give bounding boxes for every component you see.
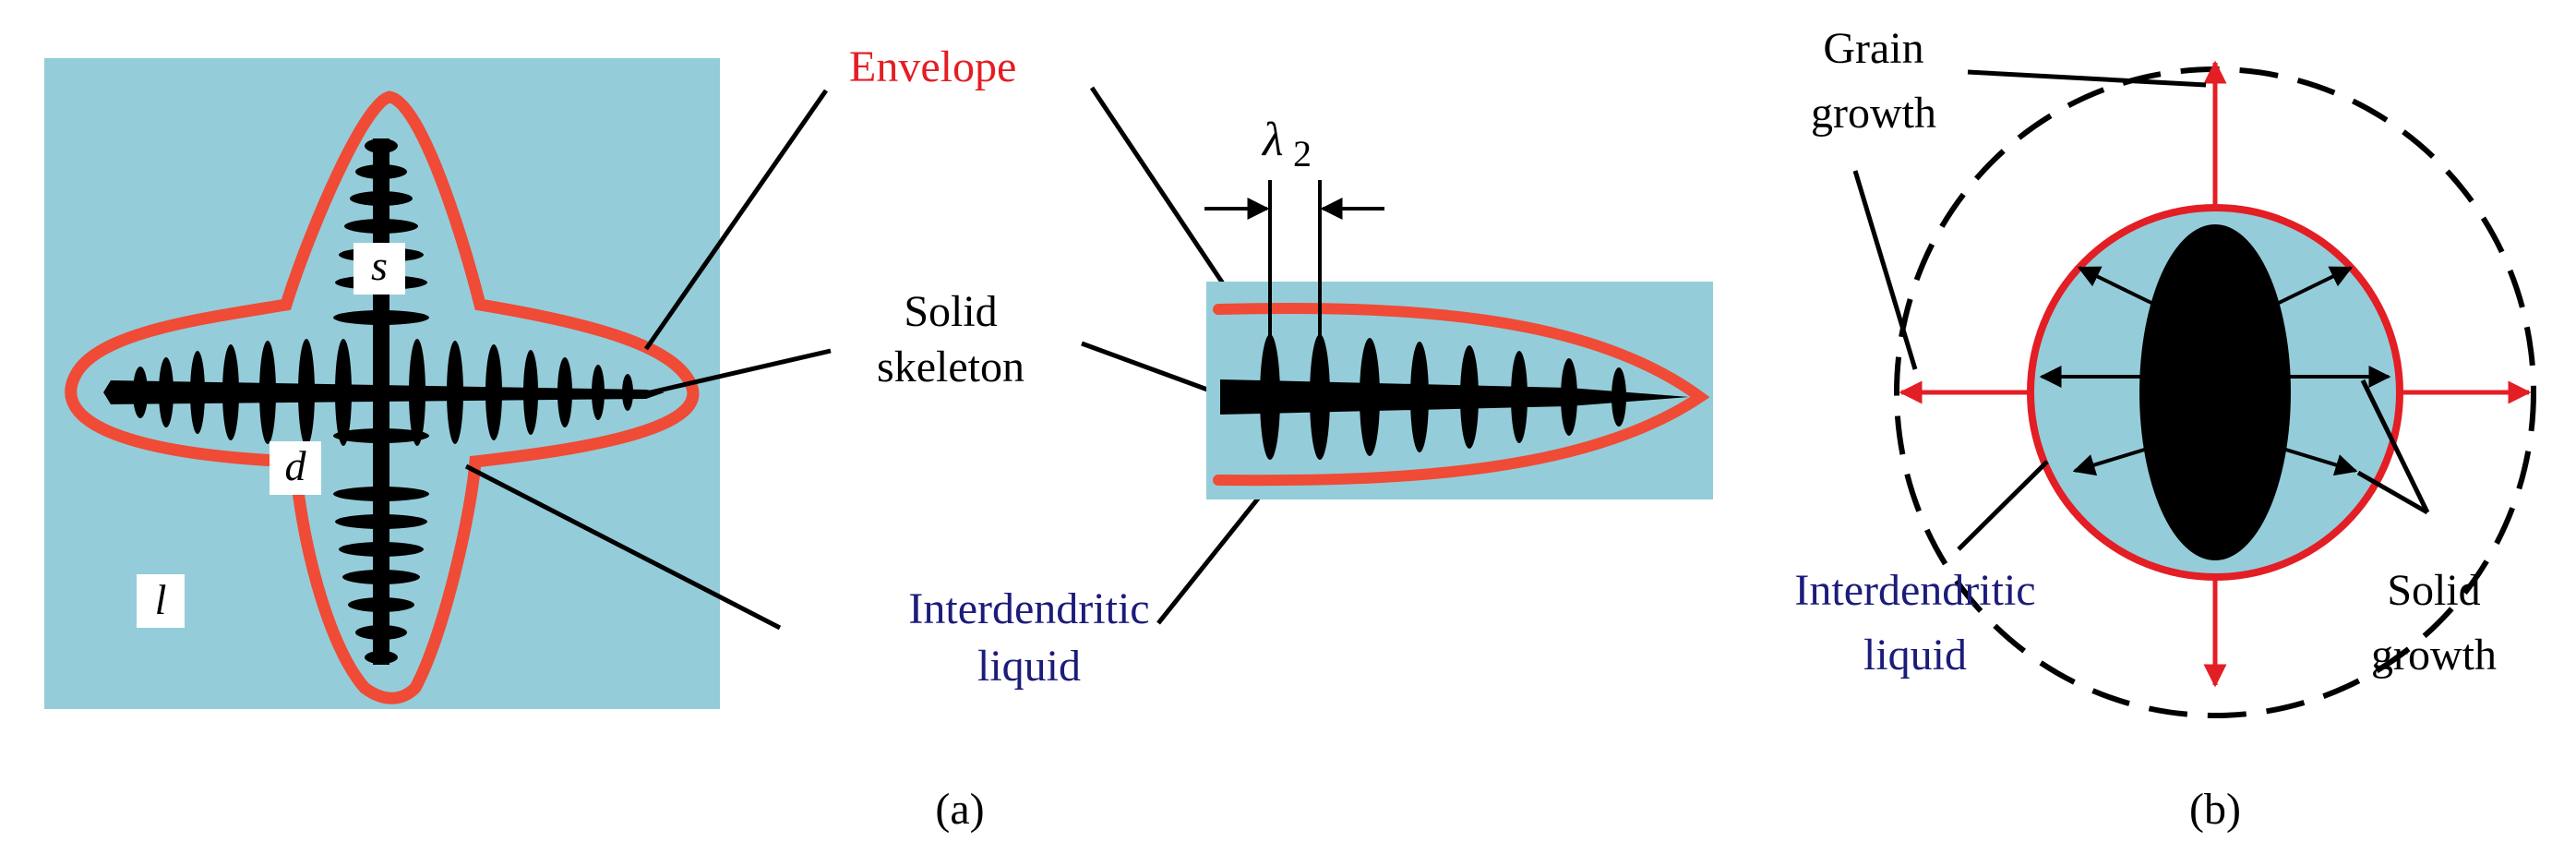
s-label: s [371, 242, 388, 289]
side-arm [523, 350, 538, 435]
tip-side-arm [1511, 351, 1528, 443]
interdendritic-label-line1: Interdendritic [908, 584, 1149, 633]
side-arm [259, 341, 276, 444]
side-arm [333, 487, 429, 501]
side-arm [339, 542, 424, 557]
black-arrow [2279, 446, 2358, 476]
envelope-leader-left [643, 89, 829, 351]
panel-a-annotations: Envelope Solid skeleton Interdendritic l… [464, 42, 1289, 691]
tip-side-arm [1561, 358, 1577, 436]
tip-side-arm [1611, 367, 1626, 427]
solid-growth-leader-2 [2356, 470, 2429, 515]
tip-skeleton [1220, 334, 1689, 460]
skeleton-leader-right [1081, 341, 1228, 400]
tip-side-arm [1360, 338, 1380, 456]
side-arm [333, 428, 429, 443]
solid-core [2139, 224, 2291, 560]
envelope-leader-right [1089, 86, 1235, 299]
caption-b: (b) [2189, 785, 2241, 834]
side-arm [350, 191, 413, 206]
side-arm [335, 514, 427, 529]
tip-side-arm [1410, 342, 1429, 452]
side-arm [557, 357, 572, 427]
side-arm [447, 341, 463, 444]
solid-growth-label-line1: Solid [2387, 566, 2480, 615]
lambda-subscript: 2 [1293, 133, 1312, 174]
side-arm [365, 138, 398, 153]
black-arrow [2274, 266, 2354, 307]
black-arrow [2077, 266, 2156, 307]
tip-side-arm [1460, 345, 1479, 449]
envelope-label: Envelope [849, 42, 1016, 91]
side-arm [335, 339, 352, 446]
black-arrow [2072, 446, 2151, 476]
solid-growth-leader-1 [2360, 379, 2430, 514]
solid-skeleton-label-line2: skeleton [877, 343, 1024, 391]
side-arm [348, 597, 414, 612]
interdendritic-label-b-line1: Interdendritic [1794, 566, 2035, 615]
d-label: d [285, 442, 307, 489]
s-label-box [353, 243, 405, 295]
l-label: l [155, 576, 167, 623]
side-arm [333, 310, 429, 325]
side-arm [622, 374, 633, 411]
side-arm [355, 164, 407, 179]
grain-growth-arrows [1899, 60, 2532, 688]
interdendritic-leader [1957, 460, 2049, 551]
solid-skeleton-label-line1: Solid [904, 287, 997, 336]
grain-growth-label-line1: Grain [1823, 24, 1923, 73]
liquid-leader-left [464, 463, 782, 631]
side-arm [409, 339, 425, 446]
interdendritic-label-line2: liquid [977, 642, 1081, 691]
skeleton-leader-left [650, 348, 832, 395]
tip-side-arm [1260, 334, 1280, 460]
tip-envelope-outline [1213, 302, 1710, 487]
side-arm [190, 351, 205, 434]
side-arm [222, 344, 239, 440]
side-arm [485, 344, 502, 440]
panel-a-dendrite: s d l [44, 58, 720, 709]
d-label-box [270, 441, 321, 495]
side-arm [344, 219, 418, 234]
grain-growth-leader-2 [1852, 170, 1918, 370]
panel-b: Grain growth Interdendritic liquid Solid… [1794, 24, 2536, 718]
side-arm [592, 365, 605, 420]
grain-growth-leader-1 [1967, 69, 2207, 88]
panel-a-arm-tip: λ 2 [1204, 114, 1713, 499]
lambda-label: λ [1261, 114, 1284, 166]
side-arm [159, 357, 174, 427]
tip-side-arm [1310, 334, 1330, 460]
side-arm [365, 651, 398, 664]
side-arm [355, 625, 407, 640]
side-arm [342, 570, 420, 584]
grain-growth-label-line2: growth [1811, 89, 1936, 138]
solid-growth-label-line2: growth [2371, 631, 2497, 680]
caption-a: (a) [935, 785, 984, 834]
side-arm [133, 367, 148, 418]
interdendritic-label-b-line2: liquid [1863, 631, 1967, 680]
envelope-outline [65, 90, 700, 704]
solid-growth-arrows [2039, 266, 2391, 476]
side-arm [298, 339, 315, 446]
l-label-box [137, 574, 185, 628]
